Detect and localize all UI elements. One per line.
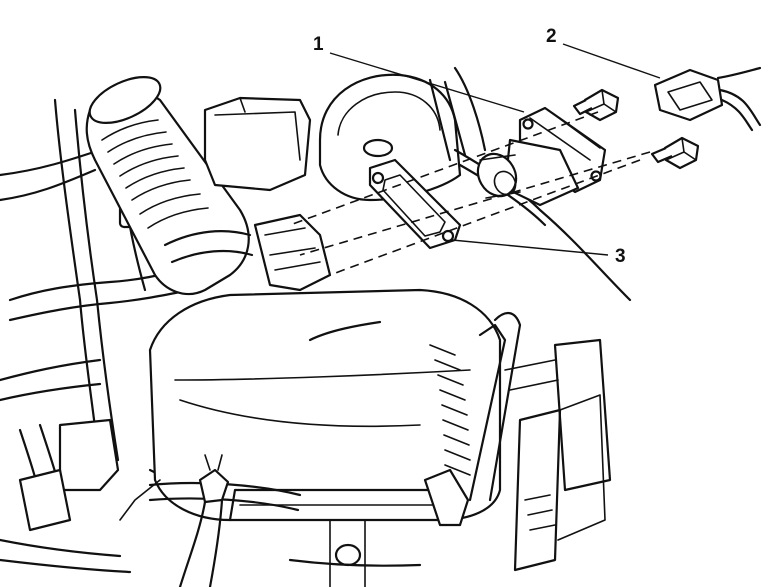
bolt-upper (572, 88, 620, 122)
side-bracket (504, 338, 612, 572)
throttle-body-flange (253, 213, 332, 292)
assembly-lines (289, 111, 651, 276)
wiring-bottom (148, 454, 422, 587)
callout-3: 3 (615, 246, 626, 267)
intake-air-hose (85, 76, 254, 296)
bolt-lower (650, 136, 700, 170)
callout-1: 1 (313, 34, 324, 55)
resonator-box (203, 96, 312, 192)
air-cleaner-housing (119, 288, 522, 587)
leader-line-1 (329, 52, 525, 113)
leader-line-3 (451, 239, 609, 256)
callout-2: 2 (546, 26, 557, 47)
leader-line-2 (562, 43, 661, 79)
leader-lines (329, 43, 661, 256)
map-sensor (476, 106, 607, 207)
electrical-connector (653, 66, 762, 132)
